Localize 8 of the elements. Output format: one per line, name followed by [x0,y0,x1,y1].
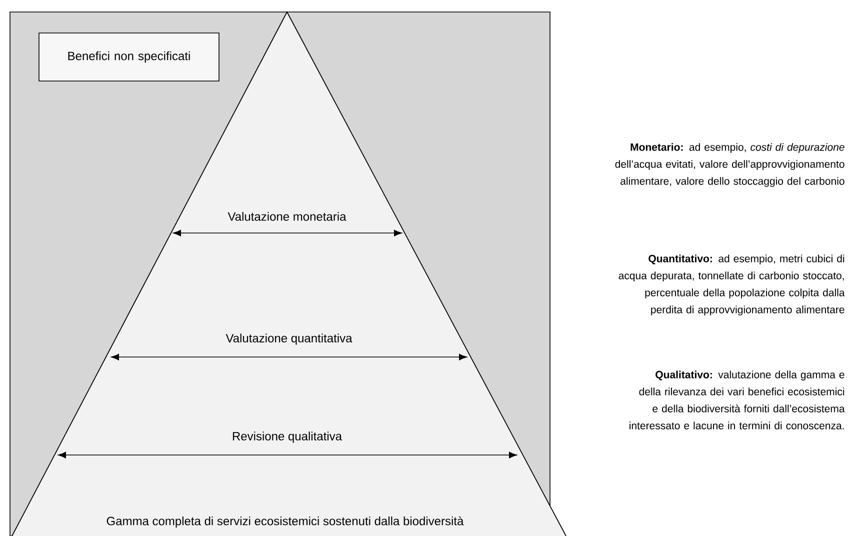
arrow-label: Valutazione monetaria [228,212,346,221]
description-text: Quantitativo: ad esempio, metri cubici di acqua depurata, tonnellate di carbonio stoccato, percentuale della popolazione colpita dalla perdita di approvvigionamento alimentare [618,254,845,316]
arrow-label: Valutazione quantitativa [226,334,352,345]
description-text: Qualitativo: valutazione della gamma e della rilevanza dei vari benefici ecosistemici e della biodiversità forniti dall’ecosistema interessato e lacune in termini di conoscenza. [630,370,845,430]
description-text: Monetario: ad esempio, costi di depurazione dell’acqua evitati, valore dell’approvvigionamento alimentare, valore dello stoccaggio del carbonio [615,143,844,187]
caption-text: Gamma completa di servizi ecosistemici sostenuti dalla biodiversità [106,516,464,528]
label-box: Benefici non specificati [38,32,220,82]
arrow-label: Revisione qualitativa [232,432,342,443]
